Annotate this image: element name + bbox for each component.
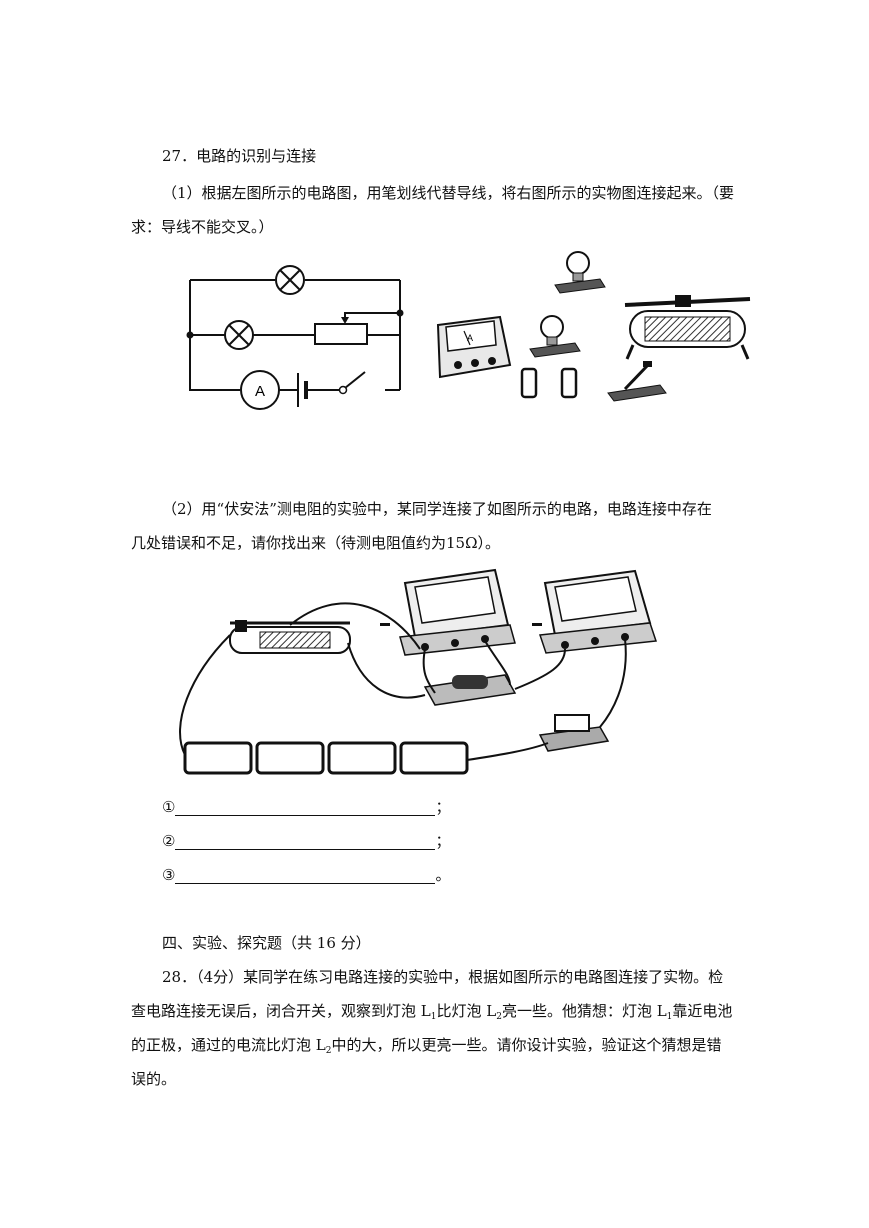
answer-end-3: 。 (435, 866, 451, 884)
question-27-part2-line1: （2）用“伏安法”测电阻的实验中，某同学连接了如图所示的电路，电路连接中存在 (162, 500, 712, 518)
question-28-line4: 误的。 (131, 1070, 177, 1088)
answer-blank-1[interactable] (175, 799, 436, 816)
ammeter-device-2 (538, 569, 658, 654)
switch-device (607, 361, 667, 402)
battery-cell-1 (520, 367, 538, 399)
question-27-part2-line2: 几处错误和不足，请你找出来（待测电阻值约为15Ω）。 (131, 534, 501, 552)
voltmeter-device (399, 568, 516, 656)
battery-cell-c (327, 741, 397, 775)
answer-marker-2: ② (162, 832, 176, 850)
q28-text-e: 的正极，通过的电流比灯泡 L (131, 1036, 326, 1054)
rheostat-device-2 (229, 620, 351, 654)
bulb-device-2 (529, 315, 581, 358)
switch-device-2 (538, 714, 610, 752)
voltammetry-circuit-diagram (179, 568, 658, 775)
rheostat-symbol (314, 323, 368, 345)
q28-text-b: 比灯泡 L (436, 1002, 497, 1020)
question-27-part1-line2: 求：导线不能交叉。） (131, 218, 274, 236)
section-4-heading: 四、实验、探究题（共 16 分） (162, 934, 371, 952)
bulb-device-1 (554, 251, 606, 294)
battery-cell-d (399, 741, 469, 775)
q28-text-a: 查电路连接无误后，闭合开关，观察到灯泡 L (131, 1002, 431, 1020)
ammeter-device: A (436, 315, 512, 379)
switch-symbol (338, 385, 348, 395)
q28-sub-1: 1 (430, 1012, 437, 1022)
answer-line-3[interactable]: ③。 (162, 865, 450, 885)
rheostat-device (624, 295, 751, 360)
physical-components-illustration: A (436, 251, 751, 402)
answer-marker-1: ① (162, 798, 176, 816)
q28-text-f: 中的大，所以更亮一些。请你设计实验，验证这个猜想是错 (331, 1036, 722, 1054)
q28-text-c: 亮一些。他猜想：灯泡 L (501, 1002, 667, 1020)
q28-sub-2: 2 (496, 1012, 502, 1022)
q28-sub-4: 2 (325, 1046, 332, 1056)
question-28-line3: 的正极，通过的电流比灯泡 L2中的大，所以更亮一些。请你设计实验，验证这个猜想是… (131, 1035, 722, 1056)
answer-line-1[interactable]: ①； (162, 797, 450, 817)
q28-text-d: 靠近电池 (672, 1002, 733, 1020)
battery-cell-b (255, 741, 325, 775)
q28-sub-3: 1 (666, 1012, 673, 1022)
resistor-device (423, 674, 517, 706)
battery-cell-2 (560, 367, 578, 399)
answer-line-2[interactable]: ②； (162, 831, 450, 851)
circuit-schematic-diagram: A (186, 265, 404, 410)
answer-end-1: ； (435, 798, 451, 816)
answer-end-2: ； (435, 832, 451, 850)
question-28-line1: 28．（4分）某同学在练习电路连接的实验中，根据如图所示的电路图连接了实物。检 (162, 968, 724, 986)
question-28-line2: 查电路连接无误后，闭合开关，观察到灯泡 L1比灯泡 L2亮一些。他猜想：灯泡 L… (131, 1001, 733, 1022)
battery-cell-a (183, 741, 253, 775)
question-27-title: 27．电路的识别与连接 (162, 147, 317, 165)
ammeter-symbol-label: A (255, 383, 265, 400)
svg-text:A: A (467, 333, 473, 343)
answer-blank-3[interactable] (175, 867, 436, 884)
question-27-part1-line1: （1）根据左图所示的电路图，用笔划线代替导线，将右图所示的实物图连接起来。（要 (162, 184, 735, 202)
answer-blank-2[interactable] (175, 833, 436, 850)
answer-marker-3: ③ (162, 866, 176, 884)
